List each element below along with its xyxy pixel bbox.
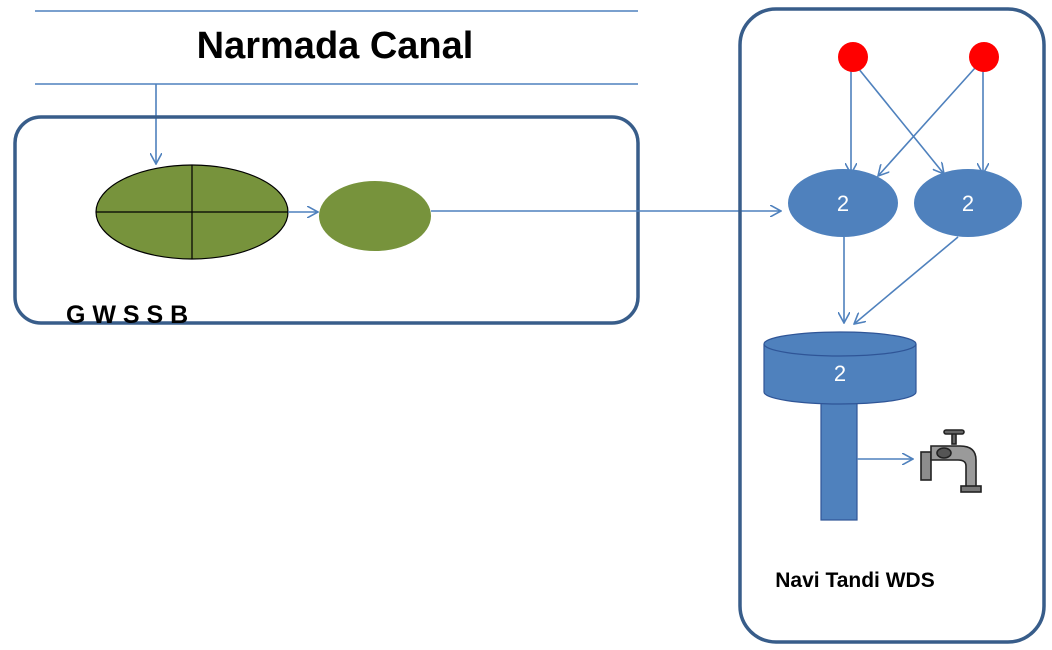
treatment-plant-node: [95, 164, 289, 260]
sump-node: [319, 181, 431, 251]
elevated-tank: [763, 331, 917, 521]
node-left: [788, 169, 898, 237]
canal-title: Narmada Canal: [197, 25, 474, 67]
source-right-to-node-left-arrow: [878, 67, 976, 176]
node-right-to-tank-arrow: [854, 236, 959, 324]
source-right-node: [969, 42, 999, 72]
tap-icon: [920, 429, 982, 493]
wds-label: Navi Tandi WDS: [775, 569, 934, 592]
wds-box: [738, 7, 1046, 644]
tank-value: 2: [834, 361, 846, 386]
source-left-node: [838, 42, 868, 72]
source-left-to-node-right-arrow: [857, 67, 944, 174]
gwssb-label: G W S S B: [66, 301, 188, 329]
node-right: [914, 169, 1022, 237]
gwssb-box: [13, 115, 640, 325]
node-right-value: 2: [962, 191, 974, 216]
node-left-value: 2: [837, 191, 849, 216]
